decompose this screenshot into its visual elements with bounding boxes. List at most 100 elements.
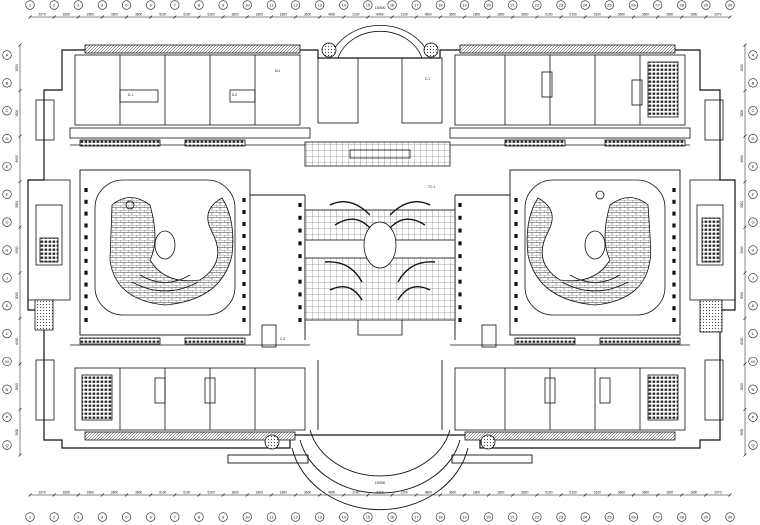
- grid-bubble: 25: [604, 512, 614, 522]
- column-marker: [242, 270, 246, 274]
- grid-bubble: 5: [121, 512, 132, 522]
- grid-bubble: P: [2, 412, 12, 422]
- grid-bubble: E: [748, 161, 758, 172]
- grid-bubble-label: 5: [125, 3, 128, 8]
- dimension-label: 5100: [183, 13, 190, 17]
- grid-bubble-label: Q: [751, 443, 754, 448]
- grid-bubble-label: 22: [535, 515, 540, 520]
- grid-bubble-label: 12: [293, 515, 298, 520]
- dimension-label: 3000: [15, 292, 19, 299]
- grid-bubble: 25: [604, 0, 614, 10]
- grid-bubble: 8: [194, 0, 204, 10]
- grid-bubble-label: 28: [679, 3, 684, 8]
- grid-bubble-label: 7: [174, 3, 177, 8]
- dimension-label: 1650: [690, 491, 697, 495]
- grid-bubble-label: 21: [511, 3, 516, 8]
- south-wing-left: [70, 324, 310, 450]
- grid-bubble: 10: [242, 512, 252, 522]
- column-marker: [514, 246, 518, 250]
- dimension-label: 6900: [15, 155, 19, 162]
- dimension-label: 3600: [642, 13, 649, 17]
- dimension-label: 3000: [740, 201, 744, 208]
- column-marker: [242, 318, 246, 322]
- dimension-label: 1800: [280, 13, 287, 17]
- dimension-label: 3600: [521, 13, 528, 17]
- grid-bubble: 14: [339, 0, 349, 10]
- grid-bubble: 11: [266, 512, 276, 522]
- dimension-label: 3600: [642, 491, 649, 495]
- column-marker: [242, 222, 246, 226]
- grid-bubble: D: [2, 133, 12, 144]
- dimension-label: 3000: [15, 64, 19, 71]
- dimension-label: 2100: [401, 13, 408, 17]
- dimension-label: 3600: [304, 491, 311, 495]
- column-marker: [84, 294, 88, 299]
- dimension-label: 3000: [15, 383, 19, 390]
- dimension-label: 3600: [135, 13, 142, 17]
- grid-bubble: 9: [218, 0, 228, 10]
- grid-bubble: 9: [218, 512, 228, 522]
- dimension-label: 3600: [618, 491, 625, 495]
- grid-bubble-label: K: [6, 303, 9, 308]
- column-marker: [514, 294, 518, 298]
- grid-bubble: 21: [508, 512, 518, 522]
- grid-bubble-label: 29: [704, 515, 709, 520]
- grid-bubble: F: [2, 189, 12, 199]
- dimension-label: 5100: [570, 13, 577, 17]
- column-marker: [84, 282, 88, 287]
- grid-bubble-label: N: [6, 387, 9, 392]
- grid-bubble: 30: [725, 0, 735, 10]
- column-marker: [298, 215, 302, 220]
- column-marker: [458, 266, 462, 271]
- column-marker: [458, 241, 462, 246]
- dimension-label: 2070: [714, 13, 721, 17]
- grid-bubble-label: 26: [631, 515, 636, 520]
- column-marker: [672, 282, 676, 287]
- grid-bubble-label: L: [6, 331, 9, 336]
- grid-bubble-label: 16: [390, 515, 395, 520]
- column-markers: [84, 188, 676, 322]
- grid-bubble: L: [748, 328, 758, 339]
- grid-bubble: 15: [363, 0, 373, 10]
- dimension-label: 3600: [449, 13, 456, 17]
- column-marker: [298, 279, 302, 284]
- grid-bubble: 7: [170, 0, 180, 10]
- grid-bubble-label: 16: [390, 3, 395, 8]
- grid-bubble: C: [2, 106, 12, 116]
- grid-bubble: 24: [580, 512, 590, 522]
- column-marker: [672, 199, 676, 204]
- dimension-label: 3600: [449, 491, 456, 495]
- grid-bubble-label: B: [6, 80, 9, 85]
- grid-bubble: 13: [315, 512, 325, 522]
- column-marker: [298, 241, 302, 246]
- grid-bubble: 23: [556, 0, 566, 10]
- grid-bubble-label: 2: [53, 3, 56, 8]
- room-label: C-1: [425, 77, 430, 81]
- grid-bubble: L: [2, 328, 12, 339]
- column-marker: [84, 211, 88, 216]
- dimension-label: 3000: [740, 428, 744, 435]
- grid-bubble-label: 3: [77, 3, 80, 8]
- column-marker: [298, 228, 302, 233]
- grid-bubble: 11: [266, 0, 276, 10]
- grid-bubble-label: M: [751, 359, 754, 364]
- dimension-label: 1650: [690, 13, 697, 17]
- dimension-label: 4800: [328, 13, 335, 17]
- grid-bubble: 4: [97, 512, 108, 522]
- column-marker: [672, 306, 676, 311]
- dimension-label: 3600: [232, 13, 239, 17]
- dimension-label: 3000: [740, 110, 744, 117]
- grid-bubble-label: 17: [414, 515, 419, 520]
- dimension-label: 2600: [666, 13, 673, 17]
- grid-bubble-label: 15: [366, 3, 371, 8]
- column-marker: [458, 254, 462, 259]
- grid-bubble-label: B: [752, 80, 755, 85]
- grid-bubble: 4: [97, 0, 108, 10]
- dimension-label: 3000: [740, 383, 744, 390]
- grid-bubble-label: 10: [245, 3, 250, 8]
- dimension-label: 3000: [15, 201, 19, 208]
- dimension-label: 2100: [352, 491, 359, 495]
- south-wing-right: [450, 324, 690, 450]
- central-plaza: [304, 201, 456, 336]
- column-marker: [298, 203, 302, 207]
